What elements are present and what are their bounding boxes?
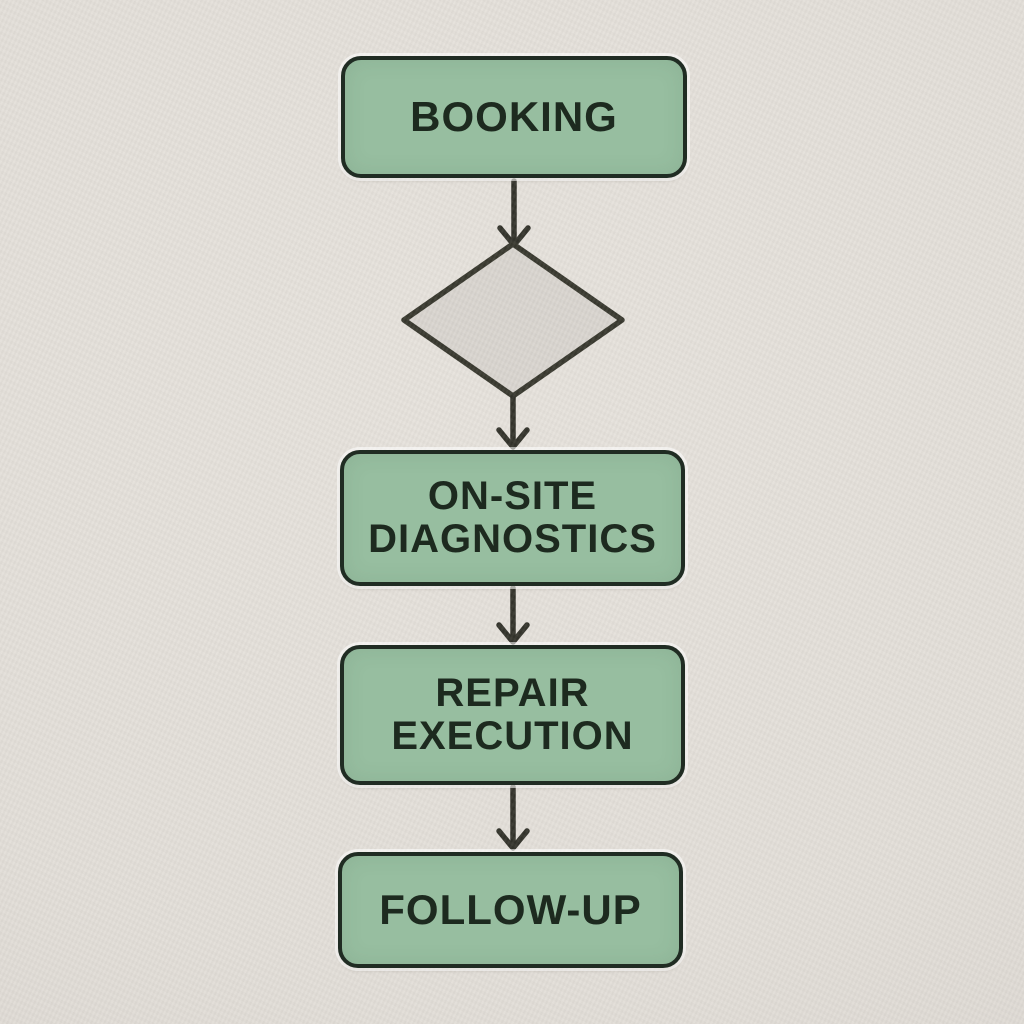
arrow-repair-to-followup: [496, 784, 530, 851]
flow-node-follow-up: FOLLOW-UP: [338, 852, 683, 968]
flow-node-repair-execution-label: REPAIR EXECUTION: [391, 670, 634, 758]
flow-node-booking-label: BOOKING: [410, 93, 618, 141]
flow-node-follow-up-label: FOLLOW-UP: [379, 886, 642, 934]
flow-node-onsite-diagnostics-label: ON-SITE DIAGNOSTICS: [368, 473, 657, 561]
flow-node-onsite-diagnostics: ON-SITE DIAGNOSTICS: [340, 450, 685, 586]
decision-diamond: [401, 241, 625, 399]
arrow-diagnostics-to-repair: [496, 585, 530, 645]
arrow-decision-to-diagnostics: [496, 394, 530, 450]
flow-node-booking: BOOKING: [341, 56, 687, 178]
arrow-booking-to-decision: [497, 178, 531, 248]
flow-node-repair-execution: REPAIR EXECUTION: [340, 645, 685, 785]
